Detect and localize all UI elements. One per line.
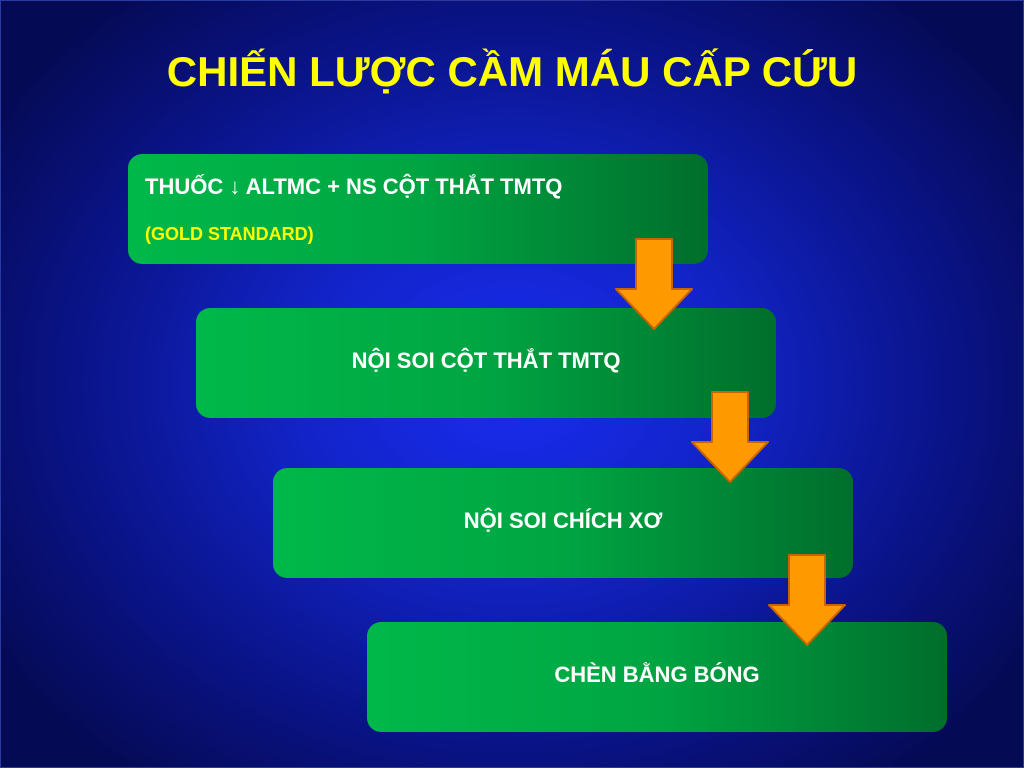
flow-arrow-icon (615, 238, 693, 330)
slide-title: CHIẾN LƯỢC CẦM MÁU CẤP CỨU (166, 48, 858, 95)
step-box-4: CHÈN BẰNG BÓNG (367, 622, 947, 732)
step-4-label: CHÈN BẰNG BÓNG (554, 662, 760, 687)
step-box-2: NỘI SOI CỘT THẮT TMTQ (196, 308, 776, 418)
step-box-1: THUỐC ↓ ALTMC + NS CỘT THẮT TMTQ (GOLD S… (128, 154, 708, 264)
step-box-3: NỘI SOI CHÍCH XƠ (273, 468, 853, 578)
step-1-text-after: ALTMC + NS CỘT THẮT TMTQ (245, 174, 563, 199)
step-1-text: THUỐC ↓ ALTMC + NS CỘT THẮT TMTQ (145, 174, 562, 200)
flow-arrow-icon (691, 391, 769, 483)
down-arrow-icon: ↓ (229, 174, 241, 199)
step-2-label: NỘI SOI CỘT THẮT TMTQ (351, 348, 621, 373)
step-1-text-before: THUỐC (145, 174, 224, 199)
step-3-label: NỘI SOI CHÍCH XƠ (463, 508, 663, 533)
step-1-note: (GOLD STANDARD) (145, 224, 314, 244)
flow-arrow-icon (768, 554, 846, 646)
